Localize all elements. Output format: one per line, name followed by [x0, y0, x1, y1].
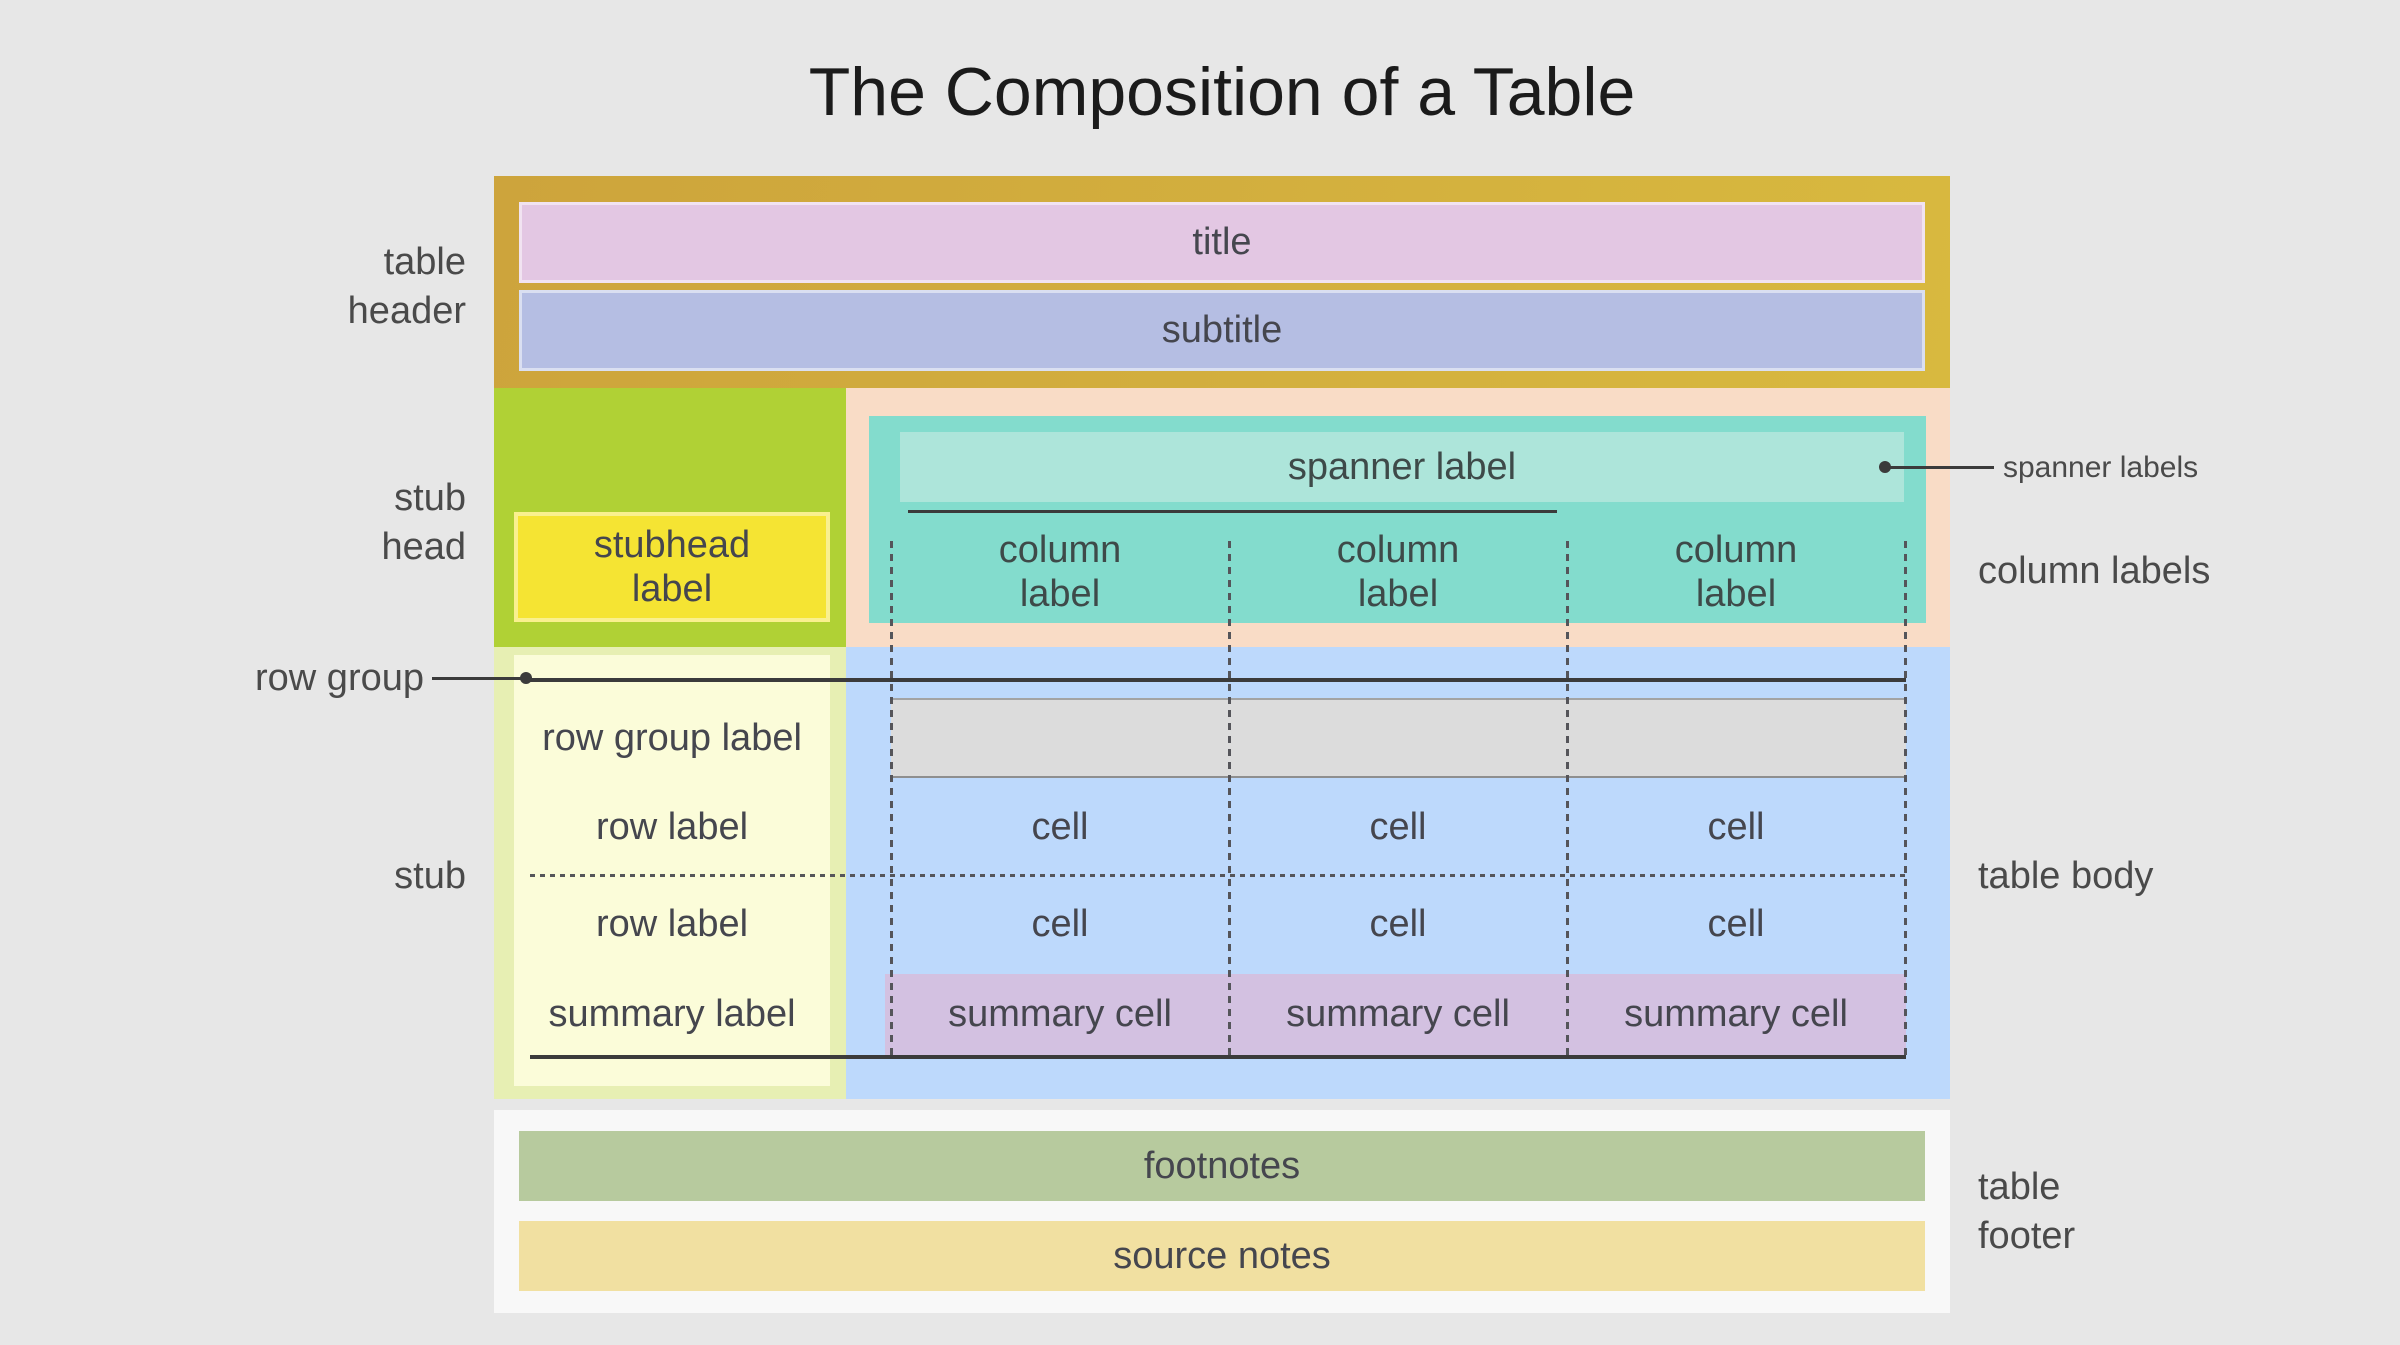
- page-title: The Composition of a Table: [808, 54, 1636, 130]
- summary-cell: summary cell: [948, 993, 1172, 1035]
- annotation-table-footer-line1: table: [1978, 1166, 2061, 1208]
- row-label-cell: row label: [595, 806, 749, 848]
- row-group-label-cell: row group label: [542, 716, 802, 759]
- column-label-cell: column label: [1567, 520, 1905, 623]
- column-label-text: column label: [1674, 528, 1798, 615]
- annotation-column-labels: column labels: [1978, 550, 2211, 592]
- annotation-stub-head-line1: stub: [394, 477, 466, 519]
- row-divider-dotted: [530, 874, 1906, 877]
- body-cell: cell: [1031, 903, 1089, 945]
- body-bottom-line: [530, 1055, 1906, 1059]
- body-cell: cell: [1707, 806, 1765, 848]
- spanner-underline: [908, 510, 1557, 513]
- annotation-spanner-labels: spanner labels: [2003, 451, 2199, 484]
- stubhead-label-text: stubhead label: [593, 524, 751, 610]
- body-cell: cell: [1369, 806, 1427, 848]
- source-notes-bar: source notes: [519, 1221, 1925, 1291]
- annotation-row-group: row group: [255, 657, 424, 699]
- annotation-stub: stub: [394, 855, 466, 897]
- spanner-label-bar: spanner label: [900, 432, 1904, 502]
- column-label-cell: column label: [1229, 520, 1567, 623]
- body-cell: cell: [1031, 806, 1089, 848]
- row-group-top-line: [530, 678, 1906, 682]
- stubhead-label: stubhead label: [514, 512, 830, 622]
- spanner-pointer-dot: [1879, 461, 1891, 473]
- spanner-pointer-line: [1888, 466, 1994, 469]
- subtitle-bar: subtitle: [519, 290, 1925, 371]
- annotation-table-header: table header: [160, 238, 466, 336]
- summary-label-cell: summary label: [548, 993, 796, 1035]
- body-cell: cell: [1369, 903, 1427, 945]
- annotation-table-header-line2: header: [347, 290, 466, 332]
- row-group-band: [891, 698, 1906, 778]
- annotation-stub-head: stub head: [160, 474, 466, 572]
- annotation-stub-head-line2: head: [381, 526, 466, 568]
- row-group-pointer-dot: [520, 672, 532, 684]
- column-divider-dashed: [890, 541, 893, 1058]
- annotation-table-body: table body: [1978, 855, 2154, 897]
- annotation-table-header-line1: table: [383, 241, 466, 283]
- row-label-cell: row label: [595, 903, 749, 945]
- column-divider-dashed: [1566, 541, 1569, 1058]
- summary-band: [885, 974, 1906, 1055]
- column-divider-dashed: [1904, 541, 1907, 1058]
- annotation-table-footer: table footer: [1978, 1163, 2338, 1261]
- body-cell: cell: [1707, 903, 1765, 945]
- summary-cell: summary cell: [1624, 993, 1848, 1035]
- column-label-cell: column label: [891, 520, 1229, 623]
- row-group-pointer-line: [432, 677, 524, 680]
- summary-cell: summary cell: [1286, 993, 1510, 1035]
- column-divider-dashed: [1228, 541, 1231, 1058]
- footnotes-bar: footnotes: [519, 1131, 1925, 1201]
- title-bar: title: [519, 202, 1925, 283]
- annotation-table-footer-line2: footer: [1978, 1215, 2076, 1257]
- column-label-text: column label: [1336, 528, 1460, 615]
- stub-inner: [514, 655, 830, 1086]
- column-label-text: column label: [998, 528, 1122, 615]
